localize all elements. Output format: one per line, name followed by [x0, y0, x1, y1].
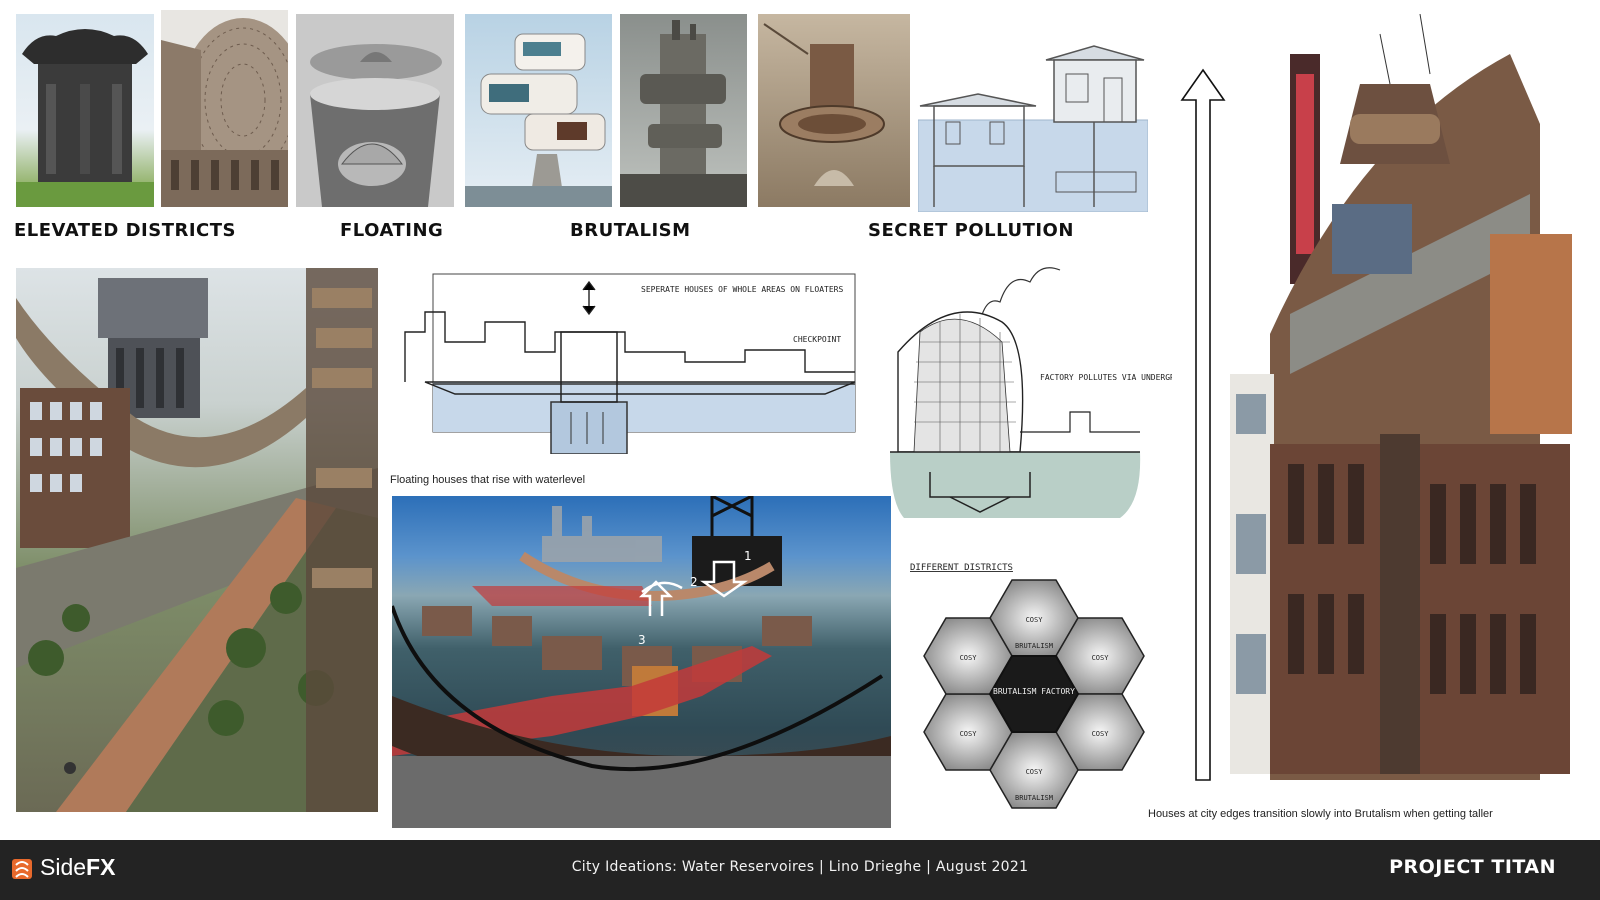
- reference-photo-round-facade: [161, 10, 288, 207]
- height-arrow: [1178, 66, 1228, 786]
- heading-elevated-districts: ELEVATED DISTRICTS: [14, 220, 236, 241]
- floating-sketch-note: SEPERATE HOUSES OF WHOLE AREAS ON FLOATE…: [641, 285, 843, 294]
- pollution-houses-drawing: [917, 45, 1149, 213]
- project-title: PROJECT TITAN: [1389, 856, 1556, 878]
- factory-sketch-drawing: FACTORY POLLUTES VIA UNDERGROUND WATER: [890, 267, 1223, 518]
- reference-photo-brutalist-tower: [620, 14, 747, 207]
- floating-paintover-photo: 1 2 3: [392, 496, 891, 828]
- caption-floating-houses: Floating houses that rise with waterleve…: [390, 474, 586, 486]
- hex-label-bottom-right: COSY: [1092, 730, 1110, 738]
- footer-title: City Ideations: Water Reservoires | Lino…: [571, 859, 1029, 875]
- heading-floating: FLOATING: [340, 220, 444, 241]
- collage-drawing: [16, 268, 378, 812]
- hex-label-bottom: COSY: [1026, 768, 1044, 776]
- logo-text-side: Side: [40, 854, 87, 880]
- round-facade-shape: [161, 18, 288, 207]
- checkpoint-label: CHECKPOINT: [793, 335, 841, 344]
- districts-hex-drawing: DIFFERENT DISTRICTS BRUTALISM FACTORY CO…: [910, 563, 1145, 809]
- hex-sub-bottom: BRUTALISM: [1015, 794, 1053, 802]
- paintover-drawing: 1 2 3: [392, 496, 891, 828]
- paintover-arrow-1: 1: [744, 549, 752, 563]
- floating-houses-shape: [465, 33, 612, 207]
- heading-brutalism: BRUTALISM: [570, 220, 691, 241]
- tall-building-drawing: [1230, 14, 1572, 780]
- reference-photo-flak-tower: [16, 14, 154, 207]
- flak-tower-shape: [16, 29, 154, 207]
- sketch-floating-districts: SEPERATE HOUSES OF WHOLE AREAS ON FLOATE…: [385, 272, 858, 455]
- sketch-secret-pollution-houses: [917, 42, 1149, 213]
- domes-shape: [310, 44, 442, 207]
- sketch-factory-pollution: FACTORY POLLUTES VIA UNDERGROUND WATER: [890, 262, 1223, 524]
- districts-center-label: BRUTALISM FACTORY: [993, 687, 1075, 696]
- reference-photo-reactor: [758, 14, 910, 207]
- reactor-shape: [763, 23, 885, 186]
- hex-sub-top: BRUTALISM: [1015, 642, 1053, 650]
- heading-secret-pollution: SECRET POLLUTION: [868, 220, 1074, 241]
- paintover-arrow-2: 2: [690, 575, 698, 589]
- reference-photo-floating-houses: [465, 14, 612, 207]
- floating-sketch-drawing: SEPERATE HOUSES OF WHOLE AREAS ON FLOATE…: [404, 273, 856, 455]
- hex-label-bottom-left: COSY: [960, 730, 978, 738]
- districts-title: DIFFERENT DISTRICTS: [910, 563, 1013, 573]
- hex-label-top: COSY: [1026, 616, 1044, 624]
- paintover-arrow-3: 3: [638, 633, 646, 647]
- hex-cell-center: [988, 655, 1080, 733]
- brutalist-tower-shape: [620, 20, 747, 207]
- hex-label-top-left: COSY: [960, 654, 978, 662]
- logo-text-fx: FX: [86, 854, 116, 880]
- hex-label-top-right: COSY: [1092, 654, 1110, 662]
- elevated-district-collage: [16, 268, 378, 812]
- tall-building-collage: [1230, 14, 1572, 780]
- factory-note: FACTORY POLLUTES VIA UNDERGROUND WATER: [1040, 373, 1172, 382]
- sidefx-logo-icon: [12, 858, 32, 879]
- districts-diagram: DIFFERENT DISTRICTS BRUTALISM FACTORY CO…: [908, 560, 1164, 822]
- height-arrow-drawing: [1180, 68, 1226, 781]
- reference-photo-domes: [296, 14, 454, 207]
- caption-tall-building: Houses at city edges transition slowly i…: [1148, 808, 1493, 820]
